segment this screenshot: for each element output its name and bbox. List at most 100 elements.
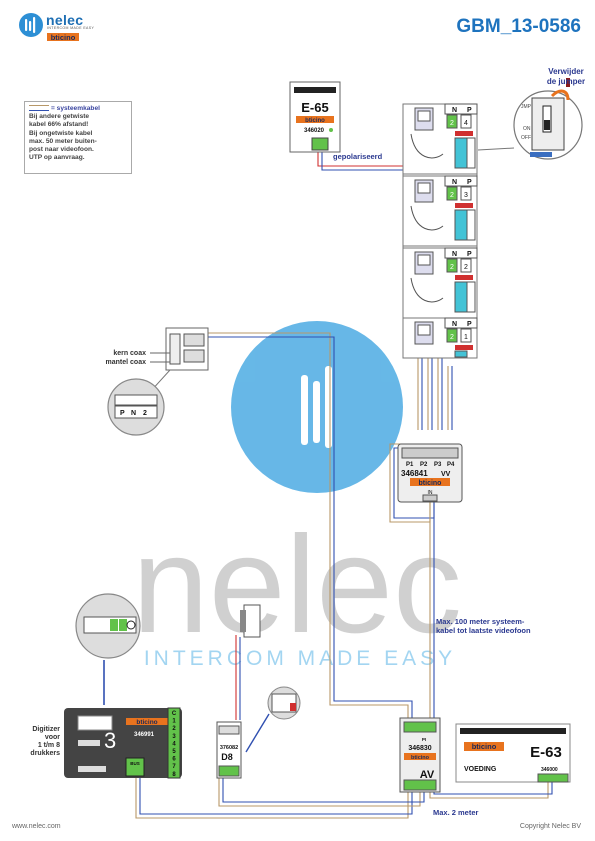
e63-voeding: VOEDING bbox=[464, 766, 497, 773]
coax-adapter bbox=[150, 327, 209, 371]
dist-code: 346841 bbox=[401, 469, 428, 478]
jumper-on: ON bbox=[523, 126, 531, 132]
legend-line: post naar videofoon. bbox=[29, 146, 94, 154]
svg-text:P: P bbox=[467, 321, 472, 328]
legend-line: max. 50 meter buiten- bbox=[29, 137, 97, 145]
terminal-number: C bbox=[172, 711, 177, 717]
nelec-logo-icon bbox=[19, 13, 43, 37]
distributor-346841: P1 P2 P3 P4 346841 VV bticino IN bbox=[397, 443, 463, 503]
digitizer-code: 346991 bbox=[134, 732, 155, 738]
svg-text:N: N bbox=[452, 107, 457, 114]
e65-model: E-65 bbox=[301, 100, 328, 115]
monitor-p: 1 bbox=[464, 334, 468, 341]
terminal-number: 5 bbox=[172, 749, 176, 755]
e65-led-icon bbox=[329, 128, 333, 132]
watermark-tagline: INTERCOM MADE EASY bbox=[144, 647, 456, 670]
terminal-number: 6 bbox=[172, 757, 176, 763]
av-module-346830: PI 346830 bticino AV bbox=[399, 717, 441, 793]
digitizer-bus: BUS bbox=[130, 761, 140, 766]
av-code: 346830 bbox=[408, 745, 431, 752]
svg-text:N: N bbox=[452, 179, 457, 186]
e63-code: 346000 bbox=[541, 767, 558, 773]
av-brand: bticino bbox=[411, 755, 430, 761]
monitor-p: 4 bbox=[464, 120, 468, 127]
power-supply-e65: E-65 bticino 346020 bbox=[289, 81, 341, 153]
digitizer-description: Digitizer voor 1 t/m 8 drukkers bbox=[30, 726, 60, 757]
monitor-n: 2 bbox=[450, 120, 454, 127]
legend-title: = systeemkabel bbox=[29, 105, 127, 113]
jumper-jmp: JMP bbox=[521, 104, 532, 110]
monitor-n: 2 bbox=[450, 192, 454, 199]
monitor-n: 2 bbox=[450, 264, 454, 271]
digitizer-brand: bticino bbox=[136, 719, 157, 726]
svg-text:N: N bbox=[452, 321, 457, 328]
jumper-detail: JMP ON OFF bbox=[477, 78, 583, 160]
watermark-word: nelec bbox=[132, 508, 462, 662]
door-module-376082: 376082 D8 bbox=[216, 604, 301, 779]
distance-100-line2: kabel tot laatste videofoon bbox=[436, 626, 531, 635]
terminal-number: 4 bbox=[172, 741, 176, 747]
dist-port-1: P1 bbox=[406, 462, 414, 468]
av-pi: PI bbox=[422, 737, 426, 742]
terminal-number: 7 bbox=[172, 764, 176, 770]
coax-shield-label: mantel coax bbox=[106, 359, 147, 366]
distance-2-label: Max. 2 meter bbox=[433, 808, 479, 817]
watermark: nelec INTERCOM MADE EASY bbox=[132, 321, 462, 670]
monitor-1: N P 2 4 bbox=[402, 103, 478, 175]
door-model: D8 bbox=[221, 752, 233, 762]
digitizer-terminals bbox=[167, 707, 181, 779]
monitor-2: N P 2 3 bbox=[402, 175, 478, 247]
document-code: GBM_13-0586 bbox=[456, 16, 581, 37]
brand-tagline: INTERCOM MADE EASY bbox=[47, 26, 95, 30]
terminal-number: 3 bbox=[172, 734, 176, 740]
svg-text:N: N bbox=[452, 251, 457, 258]
footer-website: www.nelec.com bbox=[12, 823, 61, 830]
svg-text:P: P bbox=[120, 410, 125, 417]
monitor-3: N P 2 2 bbox=[402, 247, 478, 319]
legend-line: Bij ongetwiste kabel bbox=[29, 129, 93, 137]
legend-line: Bij andere getwiste bbox=[29, 113, 90, 121]
svg-text:P: P bbox=[467, 251, 472, 258]
e65-code: 346020 bbox=[304, 128, 325, 134]
terminal-number: 2 bbox=[172, 726, 176, 732]
av-label: AV bbox=[420, 769, 435, 781]
dist-vv: VV bbox=[441, 471, 451, 478]
e63-model: E-63 bbox=[530, 744, 562, 761]
dist-port-2: P2 bbox=[420, 462, 428, 468]
coax-core-label: kern coax bbox=[113, 350, 146, 357]
e65-brand: bticino bbox=[305, 118, 325, 124]
legend-line: UTP op aanvraag. bbox=[29, 154, 85, 162]
dist-brand: bticino bbox=[419, 480, 442, 487]
terminal-number: 8 bbox=[172, 772, 176, 778]
door-code: 376082 bbox=[220, 745, 238, 751]
svg-text:2: 2 bbox=[143, 410, 147, 417]
monitor-p: 3 bbox=[464, 192, 468, 199]
monitor-p: 2 bbox=[464, 264, 468, 271]
monitor-column: N P 2 4 N P 2 3 bbox=[402, 103, 478, 359]
jumper-arrow-icon bbox=[550, 89, 570, 101]
bticino-logo-text: bticino bbox=[51, 33, 76, 42]
svg-text:N: N bbox=[131, 410, 136, 417]
jumper-icon bbox=[566, 78, 570, 87]
power-supply-e63: bticino E-63 VOEDING 346000 bbox=[455, 723, 571, 783]
e63-brand: bticino bbox=[472, 742, 497, 751]
svg-text:P: P bbox=[467, 179, 472, 186]
legend-line: kabel 66% afstand! bbox=[29, 121, 89, 129]
digitizer-346991: bticino 346991 3 BUS bbox=[64, 593, 182, 779]
legend-box: = systeemkabel Bij andere getwiste kabel… bbox=[24, 101, 132, 174]
systeemkabel-swatch-icon bbox=[29, 105, 49, 112]
brand-name: nelec bbox=[46, 12, 84, 28]
jumper-title-line1: Verwijder bbox=[548, 67, 584, 76]
footer-copyright: Copyright Nelec BV bbox=[519, 823, 581, 830]
coax-terminal-detail: P N 2 bbox=[107, 369, 171, 436]
bticino-logo-badge bbox=[47, 33, 79, 41]
jumper-off: OFF bbox=[521, 135, 531, 141]
distance-100-line1: Max. 100 meter systeem- bbox=[436, 617, 525, 626]
jumper-title-line2: de jumper bbox=[547, 77, 585, 86]
monitor-4: N P 2 1 bbox=[402, 317, 478, 359]
dist-in: IN bbox=[428, 490, 433, 496]
dist-port-3: P3 bbox=[434, 462, 442, 468]
polarized-label: gepolariseerd bbox=[333, 152, 383, 161]
